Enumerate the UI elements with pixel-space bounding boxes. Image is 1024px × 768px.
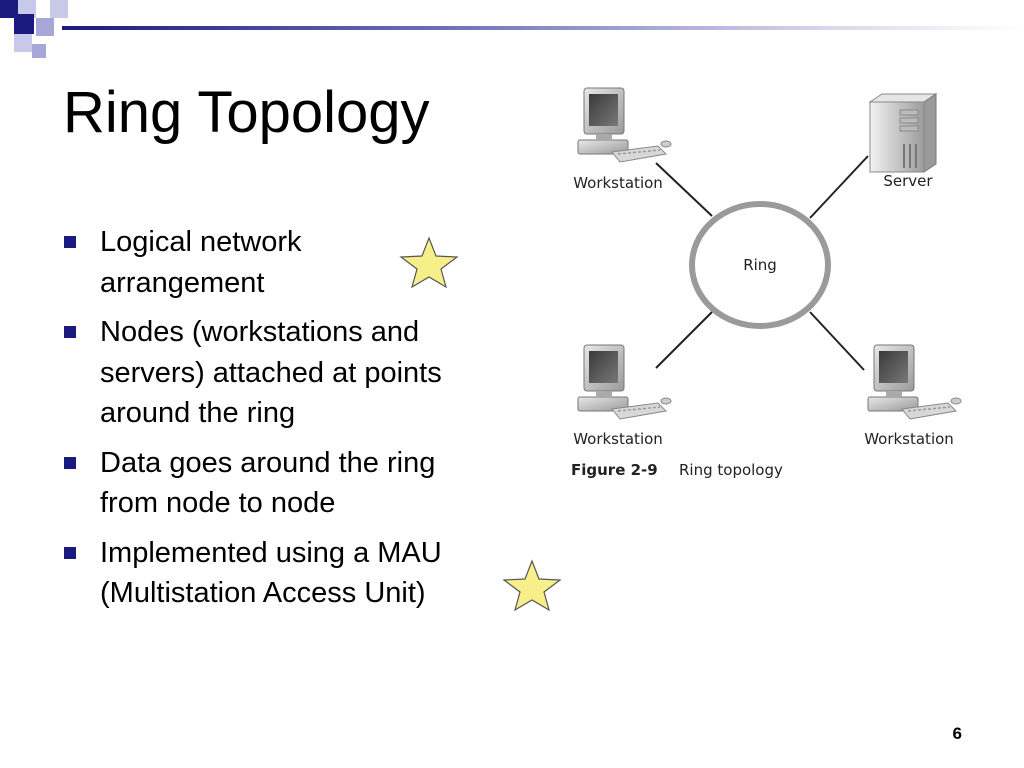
bullet-text: Data goes around the ring from node to n… xyxy=(100,446,436,520)
workstation-icon xyxy=(577,87,672,163)
bullet-square-icon xyxy=(64,236,76,248)
node-label: Workstation xyxy=(573,174,663,192)
header-rule xyxy=(62,26,1024,30)
header-square xyxy=(14,14,34,34)
figure-caption: Ring topology xyxy=(679,461,783,479)
star-icon xyxy=(502,559,562,612)
node-label: Workstation xyxy=(573,430,663,448)
node-label: Workstation xyxy=(864,430,954,448)
workstation-icon xyxy=(867,344,962,420)
header-square xyxy=(0,0,18,18)
figure-number: Figure 2-9 xyxy=(571,461,658,479)
slide-title: Ring Topology xyxy=(63,80,430,145)
node-label: Server xyxy=(883,172,933,190)
header-square xyxy=(18,0,36,18)
bullet-square-icon xyxy=(64,326,76,338)
header-square xyxy=(32,44,46,58)
header-square xyxy=(36,18,54,36)
bullet-square-icon xyxy=(64,546,76,559)
star-icon xyxy=(399,236,459,289)
bullet-item: Data goes around the ring from node to n… xyxy=(62,443,445,524)
bullet-item: Nodes (workstations and servers) attache… xyxy=(62,312,475,434)
diagram-connections xyxy=(655,155,869,371)
bullet-square-icon xyxy=(64,456,76,469)
header-square xyxy=(50,0,68,18)
ring-label: Ring xyxy=(743,256,777,274)
page-number: 6 xyxy=(952,724,962,743)
bullet-text: Implemented using a MAU (Multistation Ac… xyxy=(100,536,442,610)
bullet-text: Logical network arrangement xyxy=(100,226,302,299)
ring-shape xyxy=(689,201,831,329)
bullet-text: Nodes (workstations and servers) attache… xyxy=(100,316,442,429)
bullet-list: Logical network arrangement Nodes (works… xyxy=(62,222,502,623)
header-square xyxy=(14,34,32,52)
bullet-item: Logical network arrangement xyxy=(62,222,370,303)
server-icon xyxy=(868,93,938,173)
bullet-item: Implemented using a MAU (Multistation Ac… xyxy=(62,533,500,614)
header-decoration xyxy=(0,0,80,62)
workstation-icon xyxy=(577,344,672,420)
